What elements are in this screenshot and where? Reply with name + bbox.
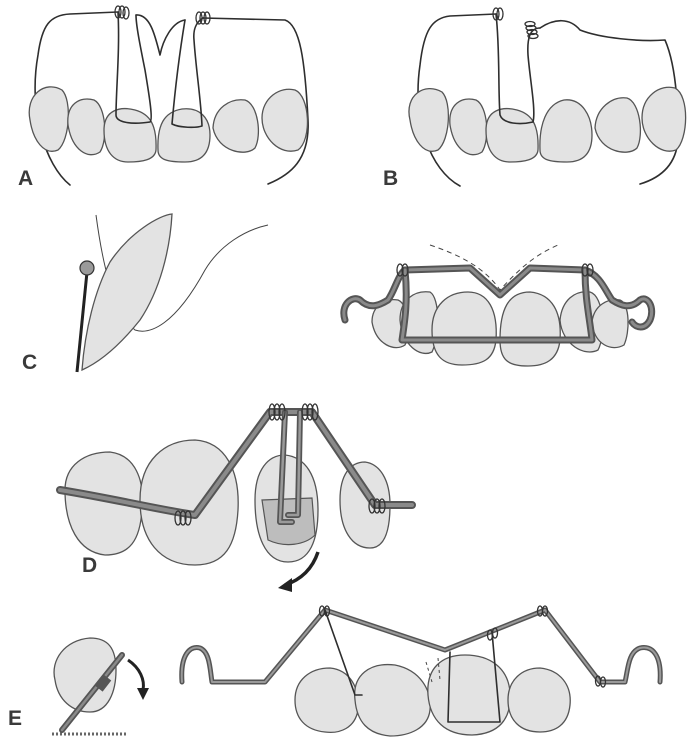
panel-b-tooth-4: [540, 100, 592, 162]
panel-a-tooth-6: [262, 89, 307, 151]
panel-label-d: D: [82, 555, 97, 576]
panel-e-rotation-arrow: [128, 660, 143, 690]
panel-d: [60, 404, 412, 592]
panel-c-tooth-4: [500, 292, 560, 366]
panel-b: [409, 8, 686, 186]
panel-c-incisor: [82, 214, 172, 370]
panel-label-c: C: [22, 352, 37, 373]
panel-c-side-view: [77, 214, 268, 372]
panel-e-front-view: [182, 606, 661, 736]
panel-label-a: A: [18, 168, 33, 189]
panel-b-tooth-6: [642, 87, 686, 151]
panel-a-center-wire: [136, 15, 185, 55]
panel-c-tooth-3: [432, 292, 496, 365]
panel-e-tooth-2: [355, 665, 431, 736]
panel-e-arrow-head: [137, 688, 149, 700]
panel-a-tooth-1: [29, 87, 68, 151]
panel-b-tooth-3: [486, 109, 538, 162]
panel-a-tooth-2: [68, 99, 105, 155]
panel-e-bow-wire-inner: [182, 610, 661, 682]
panel-b-tooth-1: [409, 89, 448, 152]
panel-d-tooth-2: [140, 440, 238, 565]
panel-a: [29, 6, 308, 185]
panel-b-coil-right: [525, 22, 538, 39]
panel-a-finger-spring-left: [116, 12, 151, 123]
panel-c-ball-end: [80, 261, 94, 275]
panel-label-b: B: [383, 168, 398, 189]
panel-label-e: E: [8, 708, 22, 729]
panel-a-tooth-5: [213, 100, 258, 152]
panel-e-side-view: [52, 638, 149, 734]
panel-e-bow-wire-outer: [182, 610, 661, 682]
panel-c-front-view: [344, 245, 652, 366]
panel-b-tooth-5: [595, 98, 640, 152]
panel-d-arrow-head: [278, 578, 292, 592]
panel-b-tooth-2: [450, 99, 487, 155]
panel-a-tooth-3: [104, 109, 156, 162]
panel-e-tooth-4: [508, 668, 570, 732]
